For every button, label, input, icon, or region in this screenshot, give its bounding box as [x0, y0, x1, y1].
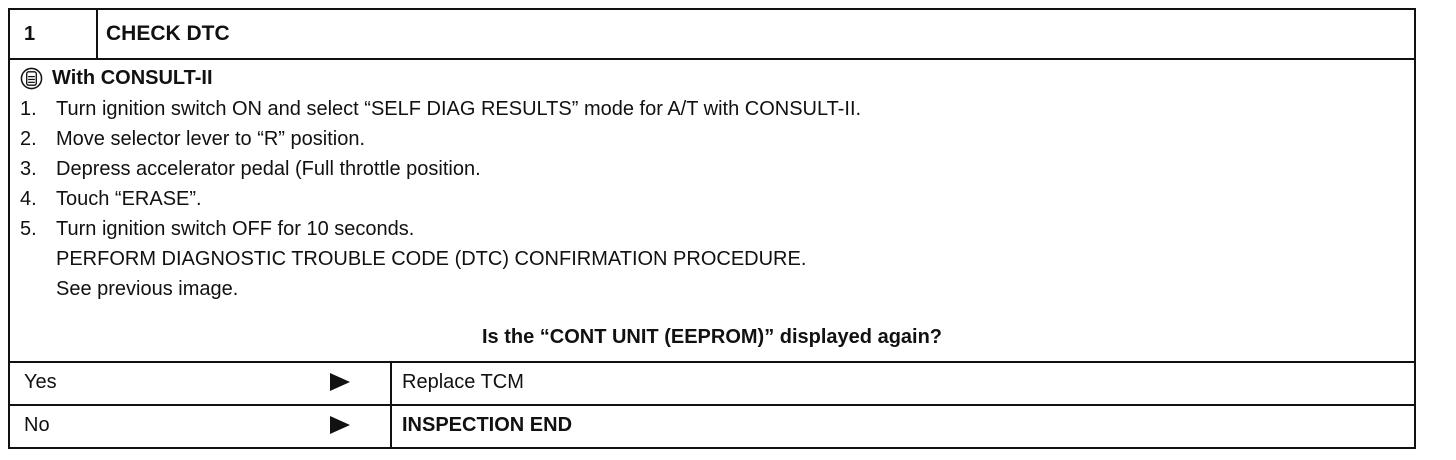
- step-item-number: 4.: [20, 188, 37, 210]
- step-item-5: 5. Turn ignition switch OFF for 10 second…: [20, 216, 414, 242]
- consult-heading: With CONSULT-II: [20, 64, 213, 92]
- procedure-note: PERFORM DIAGNOSTIC TROUBLE CODE (DTC) CO…: [56, 248, 807, 270]
- answer-action: Replace TCM: [402, 371, 524, 393]
- inspection-question: Is the “CONT UNIT (EEPROM)” displayed ag…: [481, 326, 943, 348]
- step-item-text: Touch “ERASE”.: [56, 188, 202, 210]
- reference-note: See previous image.: [56, 278, 239, 300]
- procedure-section: With CONSULT-II 1. Turn ignition switch O…: [10, 58, 1414, 363]
- step-item-3: 3. Depress accelerator pedal (Full thrott…: [20, 156, 481, 182]
- step-item-4: 4. Touch “ERASE”.: [20, 186, 202, 212]
- step-item-text: Depress accelerator pedal (Full throttle…: [56, 158, 481, 180]
- step-item-1: 1. Turn ignition switch ON and select “SE…: [20, 96, 861, 122]
- step-header-row: 1 CHECK DTC: [10, 10, 1414, 60]
- answer-label: No: [24, 414, 50, 436]
- divider: [390, 404, 392, 447]
- step-title: CHECK DTC: [106, 22, 230, 45]
- consult-tool-icon: [20, 67, 43, 89]
- answer-action: INSPECTION END: [402, 414, 573, 436]
- divider: [390, 361, 392, 404]
- step-number: 1: [10, 10, 98, 58]
- step-item-2: 2. Move selector lever to “R” position.: [20, 126, 365, 152]
- step-item-text: Turn ignition switch ON and select “SELF…: [56, 98, 862, 120]
- step-item-number: 2.: [20, 128, 37, 150]
- answer-row-yes: Yes Replace TCM: [10, 361, 1414, 406]
- check-dtc-table: 1 CHECK DTC With CONSULT-II 1. Turn ignit…: [8, 8, 1416, 449]
- step-item-number: 1.: [20, 98, 37, 120]
- arrow-right-icon: [330, 416, 350, 434]
- answer-label: Yes: [24, 371, 57, 393]
- step-item-number: 5.: [20, 218, 37, 240]
- step-item-text: Move selector lever to “R” position.: [56, 128, 366, 150]
- consult-label: With CONSULT-II: [52, 66, 213, 89]
- arrow-right-icon: [330, 373, 350, 391]
- step-item-number: 3.: [20, 158, 37, 180]
- step-item-text: Turn ignition switch OFF for 10 seconds.: [56, 218, 415, 240]
- answer-row-no: No INSPECTION END: [10, 404, 1414, 447]
